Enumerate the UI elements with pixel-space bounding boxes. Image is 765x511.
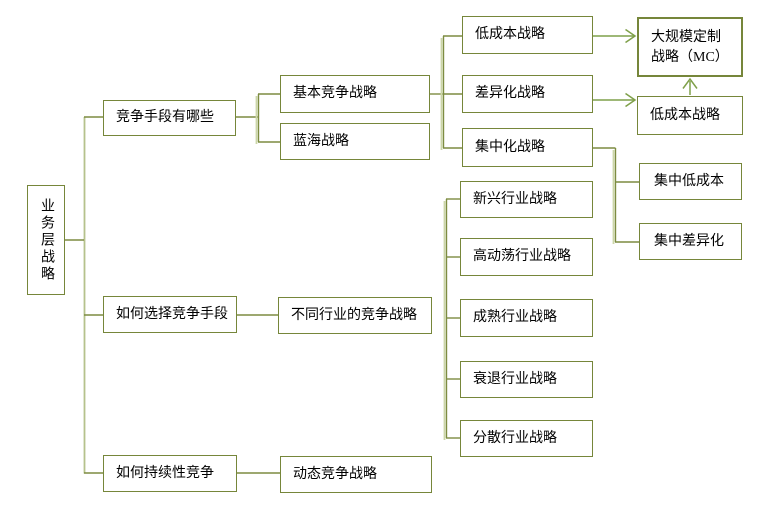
node-focus-strategy: 集中化战略: [462, 128, 593, 167]
node-business-level-strategy: 业务层战略: [27, 185, 65, 295]
node-label-line: 战略（MC）: [651, 50, 729, 65]
arrow-low-cost2-to-mass-custom: [682, 77, 698, 95]
node-declining-industry-strategy: 衰退行业战略: [460, 361, 593, 398]
node-blue-ocean-strategy: 蓝海战略: [280, 123, 430, 160]
node-focus-low-cost: 集中低成本: [639, 163, 742, 200]
arrow-right-icon: [625, 28, 637, 44]
methods-branch-lines: [236, 93, 280, 144]
root-branch-lines: [65, 116, 103, 474]
arrow-up-icon: [682, 77, 698, 89]
node-mature-industry-strategy: 成熟行业战略: [460, 299, 593, 337]
node-emerging-industry-strategy: 新兴行业战略: [460, 181, 593, 218]
straight-link-lines: [237, 314, 280, 474]
node-industry-competition-strategy: 不同行业的竞争战略: [278, 297, 432, 334]
node-competition-methods: 竞争手段有哪些: [103, 100, 236, 136]
arrow-differentiation-to-low-cost: [593, 92, 637, 108]
node-label-line: 大规模定制: [651, 30, 721, 45]
node-mass-customization-strategy: 大规模定制 战略（MC）: [637, 17, 743, 77]
node-basic-competition-strategy: 基本竞争战略: [280, 75, 430, 113]
node-how-to-sustain-competition: 如何持续性竞争: [103, 455, 237, 492]
node-fragmented-industry-strategy: 分散行业战略: [460, 420, 593, 457]
node-differentiation-strategy: 差异化战略: [462, 75, 593, 113]
node-low-cost-strategy: 低成本战略: [462, 16, 593, 54]
basic-branch-lines: [430, 35, 462, 150]
node-how-to-choose-methods: 如何选择竞争手段: [103, 296, 237, 333]
arrow-low-cost-to-mass-custom: [593, 28, 637, 44]
arrow-right-icon: [625, 92, 637, 108]
node-focus-differentiation: 集中差异化: [639, 223, 742, 260]
node-turbulent-industry-strategy: 高动荡行业战略: [460, 238, 593, 276]
node-dynamic-competition-strategy: 动态竞争战略: [280, 456, 432, 493]
node-low-cost-strategy-2: 低成本战略: [637, 96, 743, 135]
industry-branch-lines: [443, 198, 460, 440]
focus-branch-lines: [593, 147, 639, 244]
